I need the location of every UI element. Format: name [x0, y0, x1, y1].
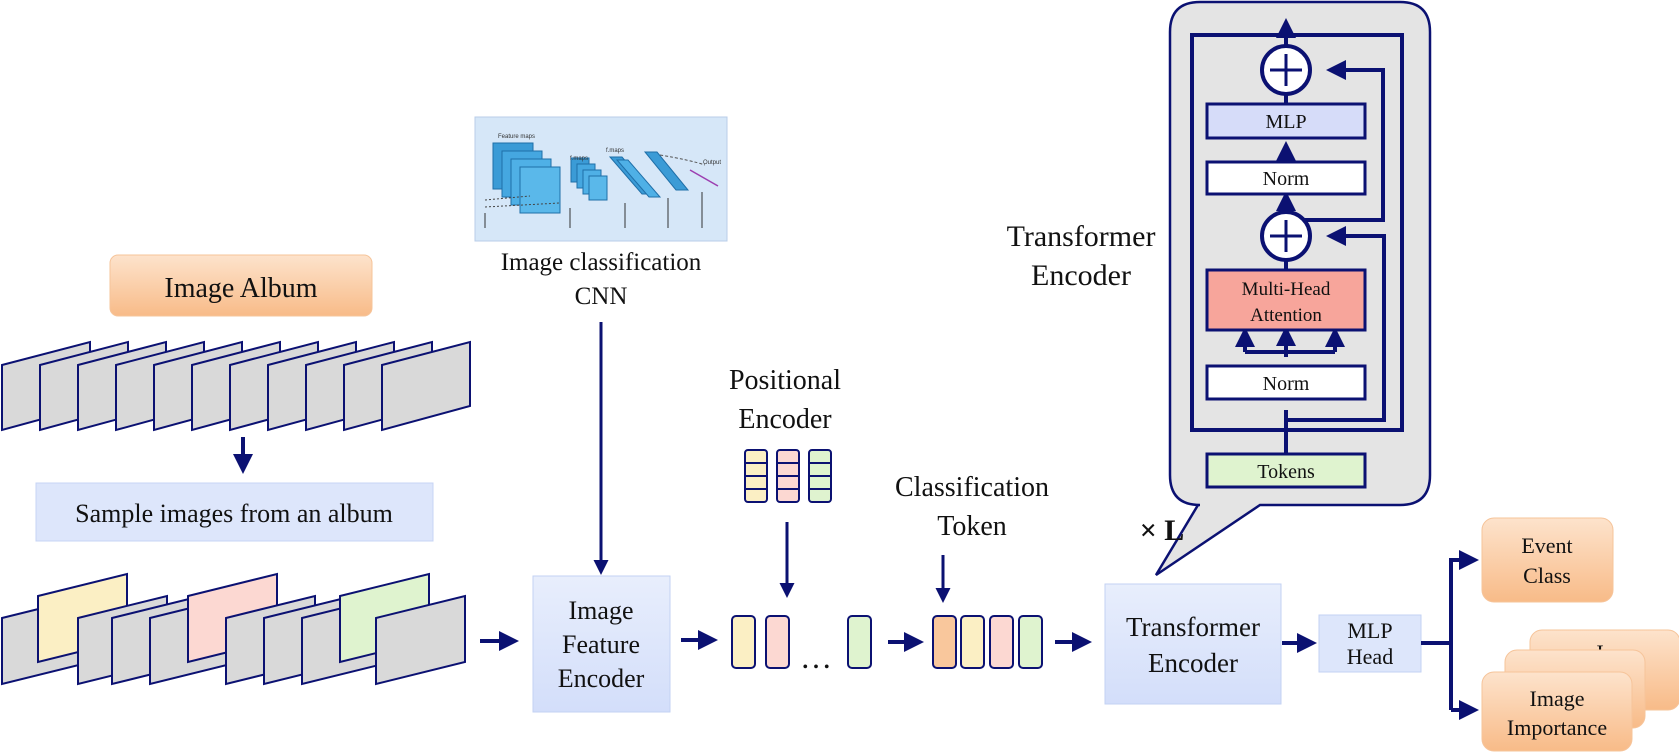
feature-token-sequence: …	[731, 615, 872, 675]
sequence-token	[989, 615, 1014, 669]
album-image-stack	[1, 340, 471, 432]
transformer-flow	[1235, 18, 1386, 456]
image-album-label: Image Album	[164, 273, 317, 304]
transformer-detail-title-line2: Encoder	[1031, 259, 1131, 292]
feature-token	[731, 615, 756, 669]
norm-top-label: Norm	[1263, 168, 1310, 190]
image-feature-encoder: Image Feature Encoder	[532, 575, 671, 713]
image-importance-line2: Importance	[1507, 715, 1607, 740]
mlp-label: MLP	[1265, 111, 1306, 133]
classification-token-line2: Token	[937, 511, 1007, 542]
cls-token	[932, 615, 957, 669]
norm-block-bottom: Norm	[1205, 364, 1367, 401]
positional-encoder-line1: Positional	[729, 365, 841, 396]
mlp-block: MLP	[1205, 102, 1367, 140]
add-node-bottom	[1260, 210, 1312, 262]
transformer-detail-title-line1: Transformer	[1007, 220, 1156, 253]
mha-line2: Attention	[1250, 305, 1322, 326]
tokens-block: Tokens	[1205, 452, 1367, 489]
transformer-block-line1: Transformer	[1126, 612, 1260, 642]
sample-images-box: Sample images from an album	[35, 482, 434, 542]
mlp-head-block: MLP Head	[1318, 614, 1422, 673]
cnn-thumb-fmaps-a: f.maps	[570, 156, 588, 162]
classification-token-line1: Classification	[895, 472, 1049, 503]
multi-head-attention-block: Multi-Head Attention	[1205, 268, 1367, 332]
image-album-label-box: Image Album	[109, 254, 373, 317]
token-sequence-with-cls	[932, 615, 1043, 669]
event-class-line2: Class	[1523, 563, 1571, 588]
mlp-head-line2: Head	[1347, 644, 1393, 669]
cnn-thumb-output: Output	[703, 160, 721, 166]
feature-encoder-line1: Image	[569, 596, 634, 625]
transformer-block-line2: Encoder	[1148, 648, 1238, 678]
sampled-image-card	[375, 594, 466, 686]
transformer-encoder-block: Transformer Encoder	[1104, 583, 1282, 705]
output-fork	[1421, 550, 1479, 720]
sampled-image-stack	[1, 572, 466, 686]
sample-images-label: Sample images from an album	[75, 499, 393, 528]
norm-bottom-label: Norm	[1263, 373, 1310, 395]
sequence-token	[1018, 615, 1043, 669]
event-class-line1: Event	[1521, 533, 1572, 558]
sequence-token	[960, 615, 985, 669]
positional-token	[808, 449, 832, 503]
positional-token	[744, 449, 768, 503]
ellipsis: …	[800, 639, 832, 675]
feature-token	[765, 615, 790, 669]
transformer-inner-frame	[1190, 33, 1404, 432]
feature-encoder-line3: Encoder	[558, 664, 645, 693]
cnn-caption-line1: Image classification	[501, 249, 702, 276]
feature-encoder-line2: Feature	[562, 630, 640, 659]
cnn-thumbnail: Feature maps f.maps f.maps Output	[474, 116, 728, 242]
positional-encoding-tokens	[744, 449, 832, 503]
norm-block-top: Norm	[1205, 160, 1367, 196]
add-node-top	[1260, 44, 1312, 96]
mlp-head-line1: MLP	[1347, 618, 1392, 643]
cnn-thumb-feature-maps: Feature maps	[498, 134, 535, 140]
feature-token	[847, 615, 872, 669]
image-importance-line1: Image	[1530, 686, 1585, 711]
image-importance-output: I Image Importance	[1481, 629, 1679, 752]
positional-token	[776, 449, 800, 503]
repeat-label: × L	[1140, 514, 1185, 547]
event-class-output: Event Class	[1481, 517, 1614, 603]
positional-encoder-line2: Encoder	[738, 404, 832, 435]
cnn-thumb-fmaps-b: f.maps	[606, 148, 624, 154]
mha-line1: Multi-Head	[1242, 279, 1331, 300]
album-image-card	[381, 340, 471, 432]
tokens-label: Tokens	[1257, 461, 1315, 483]
cnn-caption-line2: CNN	[575, 283, 628, 310]
